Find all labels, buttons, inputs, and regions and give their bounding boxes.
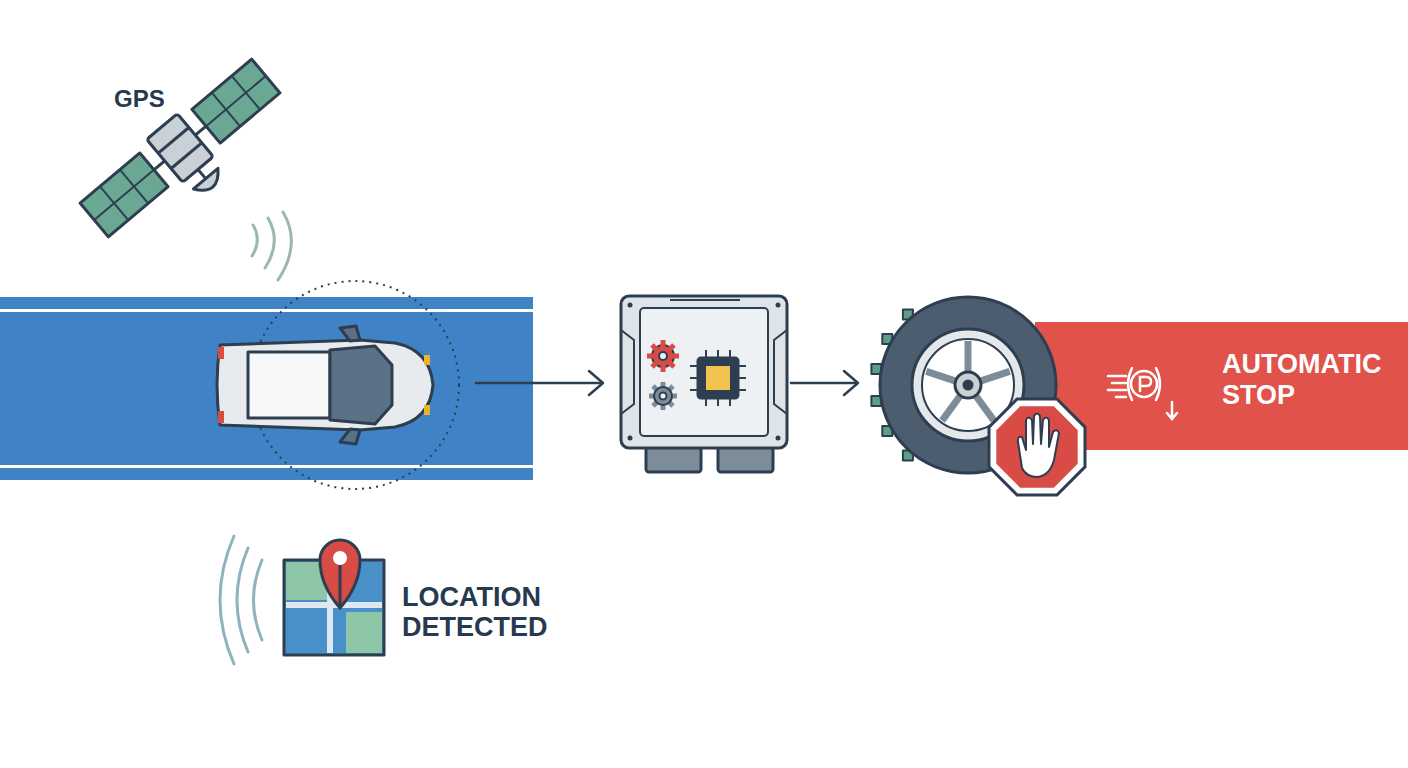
control-unit [621, 296, 787, 472]
location-icon [220, 536, 262, 664]
gps-label: GPS [114, 86, 194, 113]
brake-illustration [870, 292, 1210, 522]
signal-waves [252, 212, 291, 280]
stop-sign [989, 399, 1085, 495]
gps-satellite [76, 55, 298, 260]
status-label: LOCATION DETECTED [402, 582, 577, 642]
flow-arrow [476, 371, 603, 395]
road [0, 297, 533, 480]
band-text: AUTOMATIC STOP [1222, 349, 1402, 411]
road-line [0, 465, 533, 468]
flow-arrow [791, 371, 858, 395]
parking-brake-icon [1108, 368, 1177, 419]
status-band: AUTOMATIC STOP [1035, 322, 1408, 450]
map-icon [284, 540, 384, 655]
road-line [0, 309, 533, 312]
car [217, 326, 433, 444]
